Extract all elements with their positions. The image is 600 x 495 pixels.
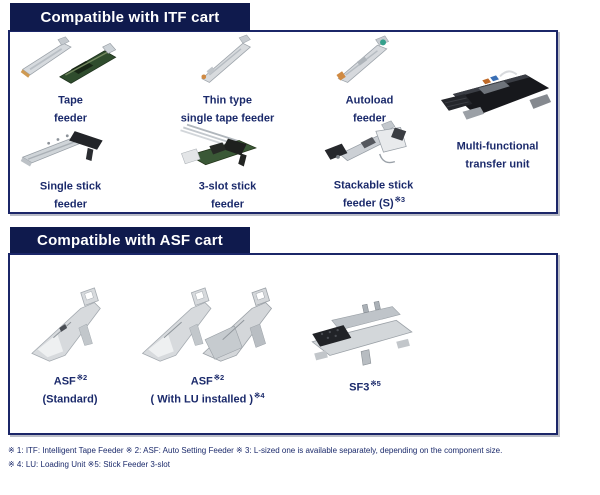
itf-section-title: Compatible with ITF cart: [40, 8, 220, 26]
single-stick-feeder-image: [15, 120, 127, 174]
asf-standard-card: ASF※2 (Standard): [18, 283, 123, 406]
transfer-unit-card: Multi-functional transfer unit: [438, 64, 558, 171]
asf-standard-icon: [31, 287, 101, 362]
single-stick-feeder-card: Single stick feeder: [15, 120, 127, 211]
sf3-card: SF3※5: [305, 291, 425, 395]
autoload-feeder-image: [314, 34, 426, 88]
3-slot-stick-feeder-card: 3-slot stick feeder: [168, 120, 288, 211]
asf-with-lu-label: ASF※2 ( With LU installed )※4: [150, 373, 265, 406]
asf-section-box: [8, 253, 558, 435]
footnote-line-1: ※ 1: ITF: Intelligent Tape Feeder ※ 2: A…: [8, 446, 503, 455]
tape-feeder-image: [15, 34, 127, 88]
transfer-unit-label: Multi-functional transfer unit: [456, 140, 539, 171]
thin-type-feeder-image: [168, 34, 288, 88]
asf-with-lu-card: ASF※2 ( With LU installed )※4: [130, 283, 285, 406]
stackable-stick-feeder-card: Stackable stick feeder (S)※3: [314, 118, 434, 210]
asf-standard-label: ASF※2 (Standard): [42, 373, 98, 406]
tape-feeder-label: Tape feeder: [53, 94, 88, 125]
asf-standard-image: [18, 283, 123, 369]
sf3-icon: [311, 300, 413, 366]
stackable-stick-feeder-image: [314, 118, 434, 173]
itf-section-banner: Compatible with ITF cart: [10, 3, 250, 31]
transfer-unit-image: [438, 64, 558, 134]
footnote-line-2: ※ 4: LU: Loading Unit ※5: Stick Feeder 3…: [8, 459, 170, 469]
tape-feeder-icon: [20, 36, 117, 84]
3-slot-stick-feeder-image: [168, 120, 288, 174]
3-slot-stick-feeder-icon: [180, 123, 257, 167]
asf-with-lu-icon: [141, 287, 272, 362]
footnotes: ※ 1: ITF: Intelligent Tape Feeder ※ 2: A…: [8, 444, 596, 471]
stackable-stick-feeder-label: Stackable stick feeder (S)※3: [333, 179, 414, 210]
asf-section-banner: Compatible with ASF cart: [10, 227, 250, 253]
asf-with-lu-image: [130, 283, 285, 369]
single-stick-feeder-icon: [20, 131, 103, 167]
transfer-unit-icon: [440, 70, 552, 120]
single-stick-feeder-label: Single stick feeder: [39, 180, 102, 211]
stackable-stick-feeder-icon: [324, 120, 407, 164]
thin-type-feeder-card: Thin type single tape feeder: [168, 34, 288, 125]
3-slot-stick-feeder-label: 3-slot stick feeder: [198, 180, 257, 211]
sf3-image: [305, 291, 425, 375]
autoload-feeder-icon: [336, 35, 390, 83]
autoload-feeder-label: Autoload feeder: [345, 94, 394, 125]
sf3-label: SF3※5: [349, 379, 381, 394]
autoload-feeder-card: Autoload feeder: [314, 34, 426, 125]
asf-section-title: Compatible with ASF cart: [37, 231, 223, 249]
tape-feeder-card: Tape feeder: [15, 34, 127, 125]
thin-type-feeder-label: Thin type single tape feeder: [180, 94, 275, 125]
thin-type-feeder-icon: [201, 34, 252, 83]
